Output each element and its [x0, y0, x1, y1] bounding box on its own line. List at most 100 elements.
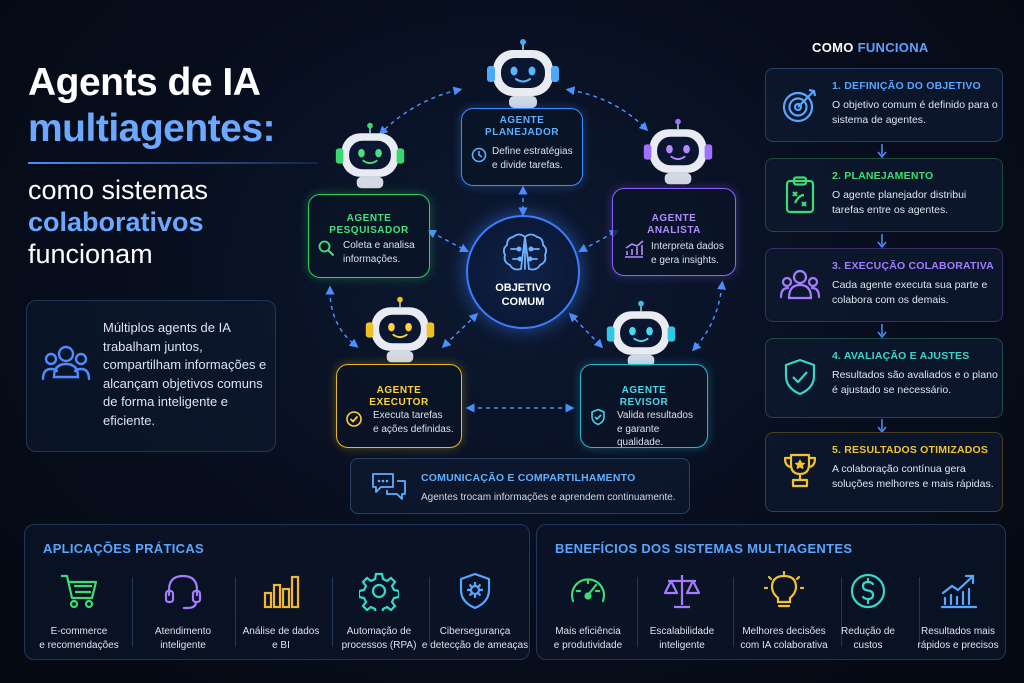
target-icon	[782, 88, 817, 123]
arrow-down-icon	[877, 144, 887, 158]
trophy-icon	[783, 453, 817, 488]
applications-title: APLICAÇÕES PRÁTICAS	[43, 541, 204, 556]
subtitle-line1: como sistemas	[28, 175, 209, 205]
application-label-line2: processos (RPA)	[341, 640, 417, 651]
agent-pesquisador-title-line1: AGENTE	[346, 213, 392, 224]
step-1: 1. DEFINIÇÃO DO OBJETIVO O objetivo comu…	[765, 68, 1003, 142]
lightbulb-icon	[764, 571, 804, 608]
step-4-title: 4. AVALIAÇÃO E AJUSTES	[832, 350, 970, 362]
agent-planejador-title-line2: PLANEJADOR	[485, 127, 559, 138]
subtitle-line2: colaborativos	[28, 207, 204, 237]
agent-analista-desc-line2: e gera insights.	[651, 254, 719, 266]
robot-analista-icon	[643, 118, 713, 185]
step-1-title: 1. DEFINIÇÃO DO OBJETIVO	[832, 80, 981, 92]
connector-executor-hub	[441, 312, 479, 349]
application-label-line1: Análise de dados	[242, 626, 320, 637]
benefits-title: BENEFÍCIOS DOS SISTEMAS MULTIAGENTES	[555, 541, 853, 556]
analytics-icon	[625, 240, 644, 258]
application-label-line2: e detecção de ameaças	[421, 640, 529, 651]
step-5-desc: A colaboração contínua gera soluções mel…	[832, 463, 994, 490]
agent-card-pesquisador: AGENTE PESQUISADOR Coleta e analisa info…	[308, 194, 430, 278]
agent-executor-title-line2: EXECUTOR	[369, 397, 429, 408]
benefit-label-line2: e produtividade	[553, 640, 623, 651]
robot-revisor-icon	[606, 300, 676, 367]
title-line1: Agents de IA	[28, 61, 261, 104]
agent-revisor-title-line1: AGENTE	[621, 385, 667, 396]
robot-executor-icon	[365, 296, 435, 363]
agent-analista-title-line1: AGENTE	[651, 213, 697, 224]
hub-label-line1: OBJETIVO	[495, 282, 551, 294]
title-line2: multiagentes:	[28, 107, 276, 150]
step-5: 5. RESULTADOS OTIMIZADOS A colaboração c…	[765, 432, 1003, 512]
agent-card-analista: AGENTE ANALISTA Interpreta dados e gera …	[612, 188, 736, 276]
arrow-down-icon	[877, 324, 887, 338]
communication-title: COMUNICAÇÃO E COMPARTILHAMENTO	[421, 472, 636, 484]
benefit-label-line2: com IA colaborativa	[740, 640, 828, 651]
agent-analista-desc-line1: Interpreta dados	[651, 241, 724, 252]
benefit-label-line1: Mais eficiência	[555, 626, 621, 637]
step-4: 4. AVALIAÇÃO E AJUSTES Resultados são av…	[765, 338, 1003, 418]
application-label-line2: e recomendações	[39, 640, 119, 651]
team-icon	[780, 269, 820, 300]
application-item: Análise de dados e BI	[233, 571, 329, 653]
headset-icon	[164, 574, 202, 610]
check-circle-icon	[346, 411, 362, 427]
step-2: 2. PLANEJAMENTO O agente planejador dist…	[765, 158, 1003, 232]
dollar-icon	[850, 573, 886, 609]
step-2-desc: O agente planejador distribui tarefas en…	[832, 189, 967, 216]
connector-analista-hub	[578, 229, 619, 253]
intro-text: Múltiplos agents de IA trabalham juntos,…	[103, 320, 267, 428]
step-1-desc: O objetivo comum é definido para o siste…	[832, 99, 998, 126]
search-icon	[318, 240, 335, 257]
how-title-part1: COMO	[812, 40, 854, 55]
communication-desc: Agentes trocam informações e aprendem co…	[421, 492, 676, 503]
agent-planejador-title-line1: AGENTE	[499, 115, 545, 126]
step-3-title: 3. EXECUÇÃO COLABORATIVA	[832, 260, 994, 272]
users-icon	[41, 345, 91, 381]
benefit-label-line1: Resultados mais	[921, 626, 995, 637]
scale-icon	[663, 575, 701, 609]
connector-revisor-hub	[568, 312, 604, 349]
agent-card-planejador: AGENTE PLANEJADOR Define estratégias e d…	[461, 108, 583, 186]
clipboard-icon	[785, 176, 815, 214]
arrow-down-icon	[877, 419, 887, 433]
application-label-line2: inteligente	[160, 640, 206, 651]
communication-box: COMUNICAÇÃO E COMPARTILHAMENTO Agentes t…	[350, 458, 690, 514]
application-label-line1: Atendimento	[154, 626, 212, 637]
application-item: Cibersegurança e detecção de ameaças	[421, 571, 529, 653]
benefit-label-line2: custos	[853, 640, 883, 651]
growth-chart-icon	[940, 574, 978, 609]
chat-bubbles-icon	[372, 473, 406, 500]
how-it-works-title: COMO FUNCIONA	[812, 40, 929, 55]
divider	[429, 577, 430, 647]
agent-pesquisador-title-line2: PESQUISADOR	[329, 225, 409, 236]
application-label-line1: Cibersegurança	[439, 626, 511, 637]
step-5-title: 5. RESULTADOS OTIMIZADOS	[832, 444, 989, 456]
application-item: Atendimento inteligente	[135, 571, 231, 653]
step-3-desc: Cada agente executa sua parte e colabora…	[832, 279, 988, 306]
title-block: Agents de IA multiagentes: como sistemas…	[28, 60, 328, 270]
connector-analista-revisor	[692, 280, 726, 352]
divider	[841, 577, 842, 647]
gear-icon	[359, 572, 399, 611]
cart-icon	[61, 574, 98, 609]
robot-planejador-icon	[487, 39, 559, 108]
agent-analista-title-line2: ANALISTA	[647, 225, 701, 236]
divider	[919, 577, 920, 647]
shield-check-icon	[784, 358, 816, 396]
application-label-line1: E-commerce	[50, 626, 108, 637]
hub-label-line2: COMUM	[501, 296, 545, 308]
agent-pesquisador-desc-line2: informações.	[343, 253, 401, 265]
agent-planejador-desc-line1: Define estratégias	[492, 146, 573, 157]
divider	[733, 577, 734, 647]
how-title-part2: FUNCIONA	[857, 40, 929, 55]
robot-pesquisador-icon	[335, 122, 405, 189]
step-3: 3. EXECUÇÃO COLABORATIVA Cada agente exe…	[765, 248, 1003, 322]
application-label-line2: e BI	[272, 640, 290, 651]
security-shield-icon	[459, 572, 491, 610]
